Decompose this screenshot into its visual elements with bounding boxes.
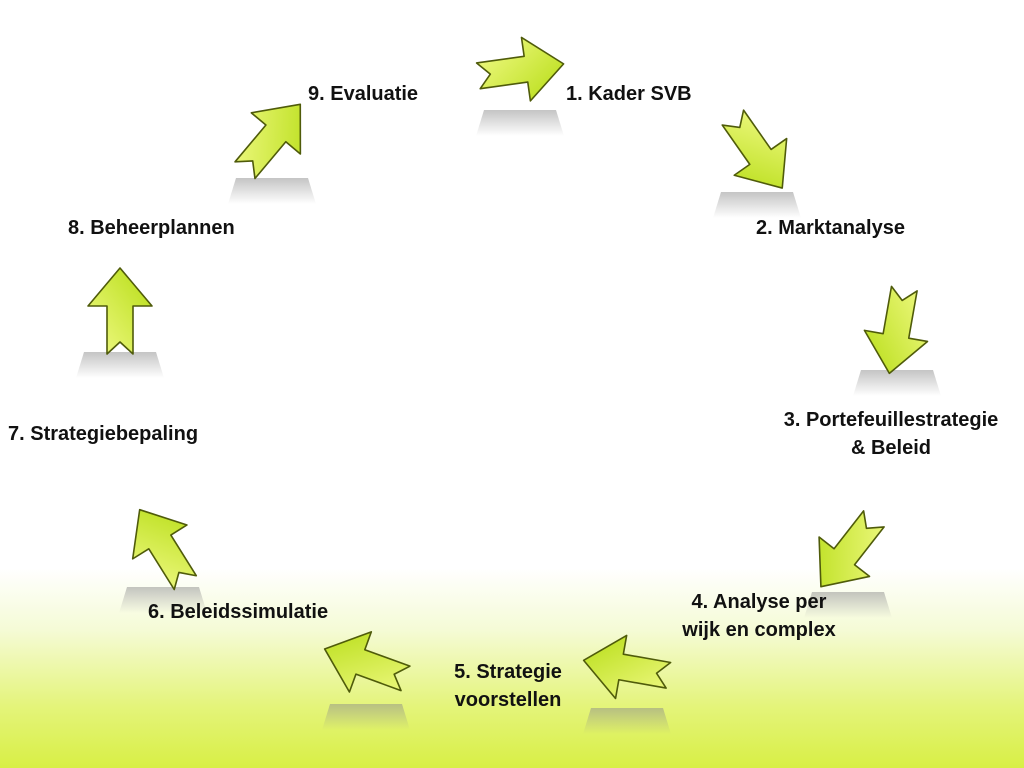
step-label-7: 7. Strategiebepaling: [8, 423, 199, 445]
step-label-5: 5. Strategie voorstellen: [454, 661, 562, 711]
arrow-2-to-3-reflection: [853, 370, 941, 396]
arrow-5-to-6: [323, 631, 411, 693]
arrow-8-to-9-reflection: [228, 178, 316, 204]
step-label-3: 3. Portefeuillestrategie & Beleid: [783, 409, 999, 459]
arrow-3-to-4: [818, 510, 885, 588]
arrow-7-to-8: [87, 267, 153, 355]
arrow-8-to-9: [234, 103, 302, 180]
arrow-4-to-5: [582, 634, 672, 700]
arrow-6-to-7-reflection: [119, 587, 207, 613]
arrow-9-to-1: [475, 36, 565, 102]
arrow-5-to-6-reflection: [322, 704, 410, 730]
arrow-4-to-5-reflection: [583, 708, 671, 734]
step-label-8: 8. Beheerplannen: [68, 217, 235, 239]
arrow-1-to-2-reflection: [713, 192, 801, 218]
arrow-3-to-4-reflection: [804, 592, 892, 618]
arrow-6-to-7: [131, 508, 198, 591]
arrow-1-to-2: [721, 109, 788, 189]
arrow-2-to-3: [863, 285, 929, 375]
step-label-4: 4. Analyse per wijk en complex: [682, 591, 836, 641]
arrow-9-to-1-reflection: [476, 110, 564, 136]
arrow-7-to-8-reflection: [76, 352, 164, 378]
step-label-1: 1. Kader SVB: [566, 83, 692, 105]
step-label-9: 9. Evaluatie: [308, 83, 419, 105]
step-label-2: 2. Marktanalyse: [756, 217, 905, 239]
step-label-6: 6. Beleidssimulatie: [148, 601, 329, 623]
